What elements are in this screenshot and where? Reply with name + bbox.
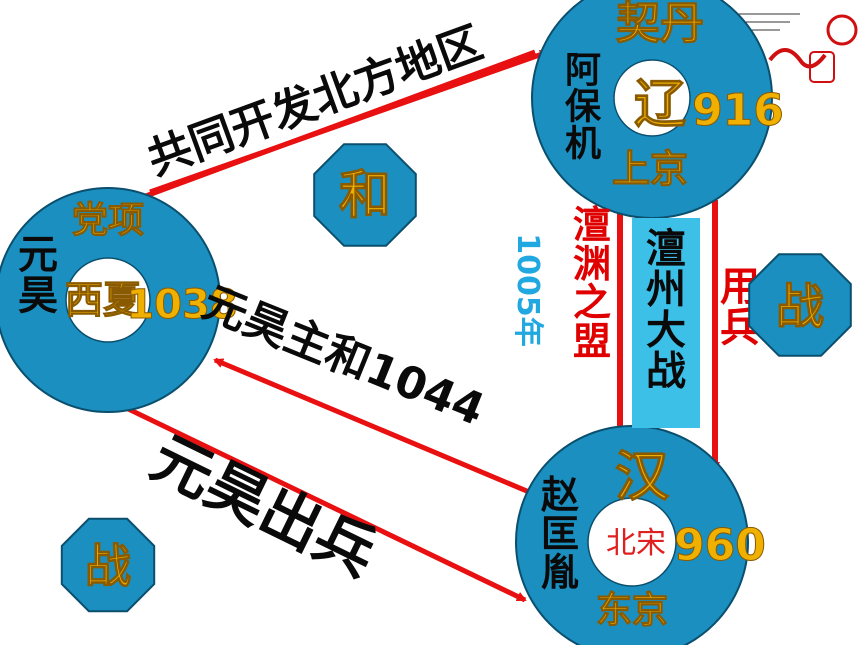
north-development-label: 共同开发北方地区 [141, 17, 489, 185]
xixia-year-label: 1038 [126, 282, 237, 328]
liao-center-label: 辽 [634, 75, 686, 135]
song-side-label: 赵匡胤 [541, 473, 579, 595]
liao-side-label: 阿保机 [565, 50, 602, 164]
xixia-ring [0, 187, 221, 413]
war-right-badge-hex [748, 253, 852, 357]
war-left-badge-label: 战 [85, 539, 131, 593]
peace-badge-label: 和 [339, 166, 391, 226]
liao-capital-label: 上京 [612, 147, 688, 191]
song-capital-label: 东京 [596, 589, 668, 631]
arrow-song-to-xixia [213, 357, 561, 508]
peace-badge-hex [313, 143, 417, 247]
song-top-label: 汉 [615, 445, 670, 508]
song-year-label: 960 [674, 520, 766, 571]
chanzhou-battle-box [632, 218, 700, 428]
year-1005-label: 1005年 [510, 233, 545, 347]
liao-top-label: 契丹 [616, 0, 704, 49]
arrow-xixia-to-song [118, 402, 527, 603]
war-left-badge-hex [60, 517, 156, 613]
chanzhou-battle-label: 澶州大战 [646, 226, 686, 394]
chanyuan-treaty-label: 澶渊之盟 [573, 203, 611, 363]
song-center-label: 北宋 [606, 526, 666, 561]
liao-ring [531, 0, 773, 219]
xixia-side-label: 元昊 [18, 232, 58, 319]
war-right-badge-label: 战 [776, 279, 824, 335]
xixia-top-label: 党项 [72, 200, 144, 241]
attack-label: 元昊出兵 [141, 423, 387, 591]
liao-year-label: 916 [692, 85, 784, 136]
xixia-center-label: 西夏 [65, 278, 142, 322]
arrow-xixia-to-liao [149, 49, 550, 195]
song-ring [515, 425, 749, 645]
